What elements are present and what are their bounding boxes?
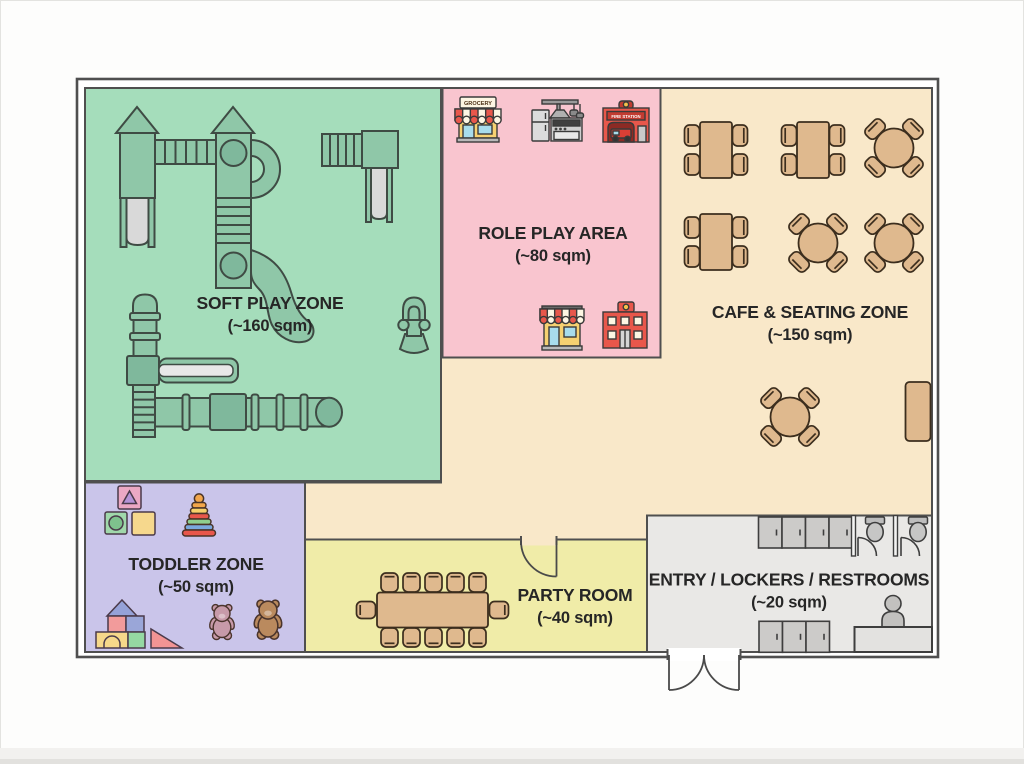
school-building-icon <box>602 301 648 349</box>
entry-zone-contents <box>757 514 933 654</box>
party-area: (~40 sqm) <box>537 609 613 627</box>
fire-station-sign-text: FIRE STATION <box>611 114 640 119</box>
chair <box>355 600 377 620</box>
zone-labels: SOFT PLAY ZONE (~160 sqm) ROLE PLAY AREA… <box>128 223 929 627</box>
chair <box>402 572 421 593</box>
chair <box>468 627 487 648</box>
market-stall-icon <box>539 305 585 351</box>
locker-unit <box>781 620 807 654</box>
locker-unit <box>805 620 831 654</box>
stacking-rings-icon <box>181 493 217 537</box>
cafe-label: CAFE & SEATING ZONE <box>712 302 908 322</box>
party-room-door <box>520 536 558 578</box>
toy-blocks-icon <box>104 485 156 536</box>
bop-toy <box>397 296 431 354</box>
page-bottom-edge <box>0 759 1024 764</box>
chair <box>424 572 443 593</box>
fire-station-icon: FIRE STATION <box>602 100 650 143</box>
teddy-bear-icon <box>251 599 285 641</box>
toilet-bowl <box>908 521 927 543</box>
chair <box>488 600 510 620</box>
play-kitchen-icon <box>531 99 585 142</box>
toddler-label: TODDLER ZONE <box>128 554 263 574</box>
reception-desk <box>853 594 933 653</box>
bench <box>904 381 932 442</box>
castle-play-structure <box>113 105 315 344</box>
role-play-area: (~80 sqm) <box>515 247 591 265</box>
chair <box>380 627 399 648</box>
locker-unit <box>757 516 783 549</box>
chair <box>468 572 487 593</box>
entry-area: (~20 sqm) <box>751 594 827 612</box>
entry-label: ENTRY / LOCKERS / RESTROOMS <box>649 570 929 590</box>
chair <box>446 572 465 593</box>
soft-play-area: (~160 sqm) <box>228 317 313 335</box>
chair <box>446 627 465 648</box>
cafe-furniture <box>685 117 932 448</box>
stall-door-swing <box>900 536 921 557</box>
locker-unit <box>758 620 784 654</box>
party-table <box>376 591 489 629</box>
teddy-bear-icon <box>207 603 237 641</box>
chair <box>402 627 421 648</box>
chair <box>380 572 399 593</box>
grocery-sign-text: GROCERY <box>464 101 492 107</box>
party-label: PARTY ROOM <box>518 585 633 605</box>
locker-unit <box>828 516 854 549</box>
toilet-bowl <box>865 521 884 543</box>
bridge-slide-structure <box>321 130 399 223</box>
restroom-stalls <box>850 514 929 557</box>
cafe-area: (~150 sqm) <box>768 326 853 344</box>
toddler-area: (~50 sqm) <box>158 578 234 596</box>
party-room-furniture <box>355 572 510 648</box>
crawl-tunnel-structure <box>126 293 343 438</box>
entry-double-door <box>666 648 742 691</box>
grocery-store-icon: GROCERY <box>454 96 502 143</box>
person-icon <box>884 594 902 613</box>
locker-unit <box>804 516 830 549</box>
stall-door-swing <box>857 536 878 557</box>
block-castle-icon <box>95 598 185 649</box>
role-play-label: ROLE PLAY AREA <box>478 223 628 243</box>
chair <box>424 627 443 648</box>
soft-play-label: SOFT PLAY ZONE <box>197 293 344 313</box>
locker-unit <box>781 516 807 549</box>
